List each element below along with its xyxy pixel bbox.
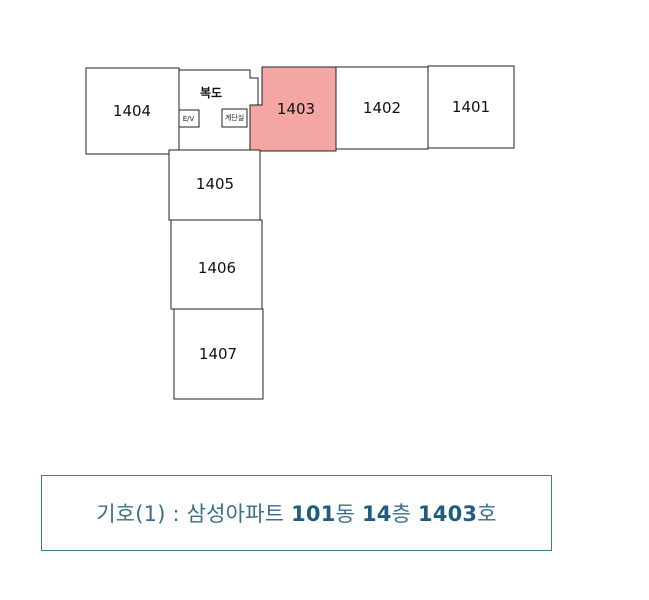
legend-floor-suffix: 층	[391, 502, 418, 526]
unit-label: 1404	[113, 102, 151, 120]
unit-label: 1402	[363, 99, 401, 117]
corridor-label: 복도	[200, 86, 222, 100]
unit-1407: 1407	[173, 308, 264, 400]
legend-box: 기호(1) : 삼성아파트 101동 14층 1403호	[41, 475, 552, 551]
unit-1401: 1401	[427, 65, 515, 149]
floor-plan: 복도 E/V 계단실 1404 1403 1402 1401 1405 1406…	[85, 65, 515, 400]
stairwell	[221, 108, 248, 128]
unit-1406: 1406	[170, 219, 263, 310]
unit-1404: 1404	[85, 67, 180, 155]
legend-floor: 14	[361, 502, 392, 526]
legend-unit-suffix: 호	[477, 502, 497, 526]
legend-unit: 1403	[417, 502, 478, 526]
unit-label: 1401	[452, 98, 490, 116]
unit-label: 1407	[199, 345, 237, 363]
unit-1405: 1405	[168, 149, 261, 221]
stairwell-label: 계단실	[225, 113, 244, 122]
elevator-label: E/V	[183, 115, 195, 123]
unit-1403: 1403	[249, 66, 337, 152]
legend-text: 기호(1) : 삼성아파트 101동 14층 1403호	[96, 498, 497, 528]
legend-building: 101	[291, 502, 336, 526]
unit-label: 1405	[196, 175, 234, 193]
unit-label: 1406	[198, 259, 236, 277]
unit-1402: 1402	[335, 66, 429, 150]
unit-label: 1403	[277, 100, 315, 118]
legend-building-suffix: 동	[335, 502, 362, 526]
legend-prefix: 기호(1) : 삼성아파트	[96, 502, 292, 526]
